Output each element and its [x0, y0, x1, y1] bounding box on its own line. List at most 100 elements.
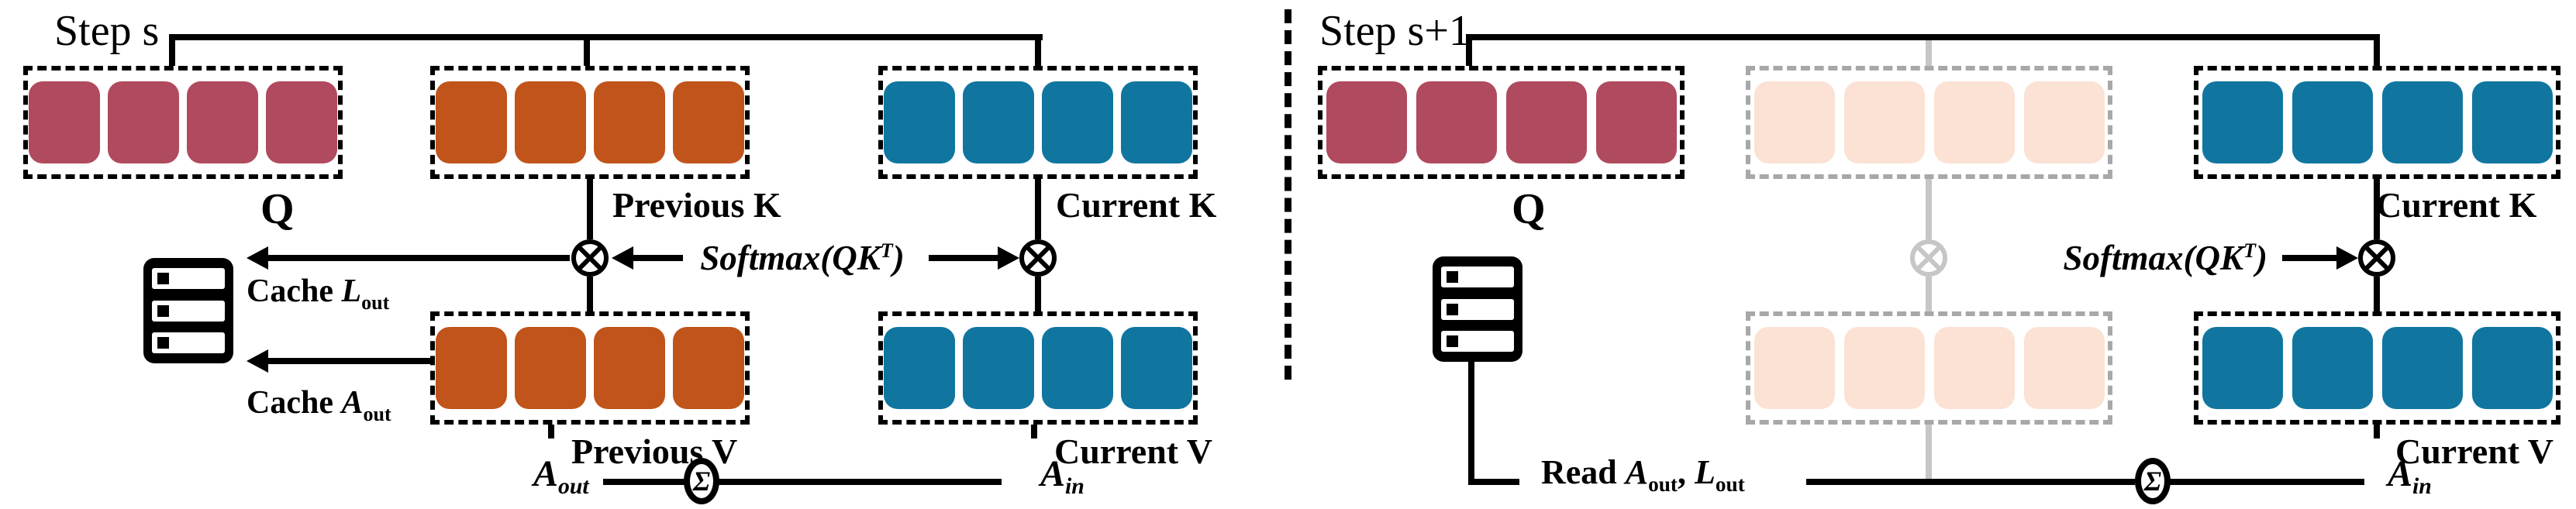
read-cache-label: Read Aout, Lout [1541, 452, 1745, 497]
connector-drop-faded-k [1926, 40, 1932, 71]
token-square [1595, 81, 1677, 163]
prev-k-to-multiply-line [587, 179, 593, 239]
a-in-label: Ain [1040, 452, 1085, 500]
current-k-label: Current K [2376, 185, 2537, 225]
cache-row [152, 332, 225, 353]
token-square [2381, 81, 2463, 163]
faded-v-to-line-tick [1926, 425, 1932, 482]
cache-a-sub: out [363, 403, 391, 425]
cache-row [152, 300, 225, 322]
token-square [1121, 81, 1192, 163]
cache-l-arrow-line [265, 255, 570, 261]
current-v-box [878, 311, 1198, 425]
token-square [1843, 81, 1925, 163]
a-in-base: A [1040, 453, 1066, 494]
cache-dot [1447, 335, 1458, 347]
token-square [1121, 327, 1192, 409]
curr-k-to-multiply-line [1035, 179, 1041, 239]
cache-dot [157, 304, 169, 317]
token-square [594, 81, 665, 163]
token-square [266, 81, 337, 163]
step-s-title: Step s [54, 7, 160, 55]
cache-dot [1447, 303, 1458, 315]
panel-divider [1285, 9, 1291, 380]
multiply-icon [571, 239, 609, 277]
cache-l-arrow-head-icon [247, 246, 268, 270]
token-square [1416, 81, 1497, 163]
faded-multiply-icon [1910, 239, 1947, 277]
curr-k-to-multiply-line [2374, 179, 2380, 239]
connector-top-line [1466, 34, 2380, 40]
current-v-label: Current V [1054, 432, 1213, 471]
token-square [884, 81, 955, 163]
cache-a-prefix: Cache [247, 385, 342, 421]
a-out-base: A [533, 453, 559, 494]
token-square [2471, 327, 2553, 409]
token-square [1042, 81, 1113, 163]
current-k-label: Current K [1056, 185, 1217, 225]
token-square [594, 327, 665, 409]
cache-row [1441, 267, 1514, 287]
cache-row [152, 268, 225, 289]
token-square [1754, 327, 1835, 409]
cache-a-arrow-line [265, 358, 430, 364]
read-l-base: L [1695, 453, 1716, 491]
sum-glyph: Σ [2143, 466, 2162, 497]
arrow-head-right-icon [998, 246, 1019, 270]
cache-dot [157, 337, 169, 349]
cache-l-prefix: Cache [247, 273, 342, 309]
a-out-sub: out [558, 473, 589, 499]
softmax-sup: T [880, 239, 893, 262]
a-in-line [718, 479, 1002, 485]
token-square [436, 81, 507, 163]
a-in-base: A [2388, 453, 2413, 494]
connector-q-up-line [169, 34, 175, 71]
token-square [1843, 327, 1925, 409]
softmax-close: ) [2256, 239, 2267, 277]
softmax-label: Softmax(QKT) [682, 238, 922, 278]
a-in-label: Ain [2388, 452, 2432, 500]
cache-dot [157, 273, 169, 284]
a-in-line [2169, 479, 2364, 485]
token-square [673, 81, 744, 163]
cache-down-line [1468, 360, 1474, 485]
connector-top-line [169, 34, 1043, 40]
token-square [515, 81, 586, 163]
prev-v-tick [548, 425, 554, 438]
token-square [2292, 327, 2373, 409]
cache-row [1441, 298, 1514, 320]
token-square [963, 327, 1034, 409]
curr-v-tick [2374, 425, 2380, 438]
cache-l-out-label: Cache Lout [247, 273, 389, 315]
q-label: Q [260, 185, 295, 233]
current-v-label: Current V [2395, 432, 2554, 471]
token-square [2381, 327, 2463, 409]
previous-k-label: Previous K [612, 185, 781, 225]
connector-drop-prev-k [584, 34, 590, 71]
token-square [515, 327, 586, 409]
token-square [1933, 327, 2015, 409]
cache-dot [1447, 271, 1458, 283]
faded-multiply-to-v-line [1926, 277, 1932, 313]
softmax-close: ) [892, 239, 905, 277]
connector-q-up-line [1466, 34, 1472, 71]
arrow-head-left-icon [612, 246, 633, 270]
sum-icon: Σ [2135, 458, 2171, 504]
cache-elbow-line [1468, 479, 1519, 485]
token-square [436, 327, 507, 409]
token-square [1505, 81, 1587, 163]
connector-drop-curr-k [1035, 34, 1041, 71]
read-sep: , [1678, 453, 1695, 491]
token-square [673, 327, 744, 409]
softmax-sup: T [2243, 239, 2256, 262]
previous-v-box [430, 311, 750, 425]
a-out-label: Aout [533, 452, 589, 500]
cache-l-sub: out [361, 291, 390, 314]
token-square [2023, 327, 2105, 409]
cache-icon [143, 258, 233, 363]
cache-a-base: A [341, 385, 364, 421]
multiply-icon [1019, 239, 1057, 277]
a-in-sub: in [1065, 473, 1085, 499]
token-square [1042, 327, 1113, 409]
token-square [2023, 81, 2105, 163]
